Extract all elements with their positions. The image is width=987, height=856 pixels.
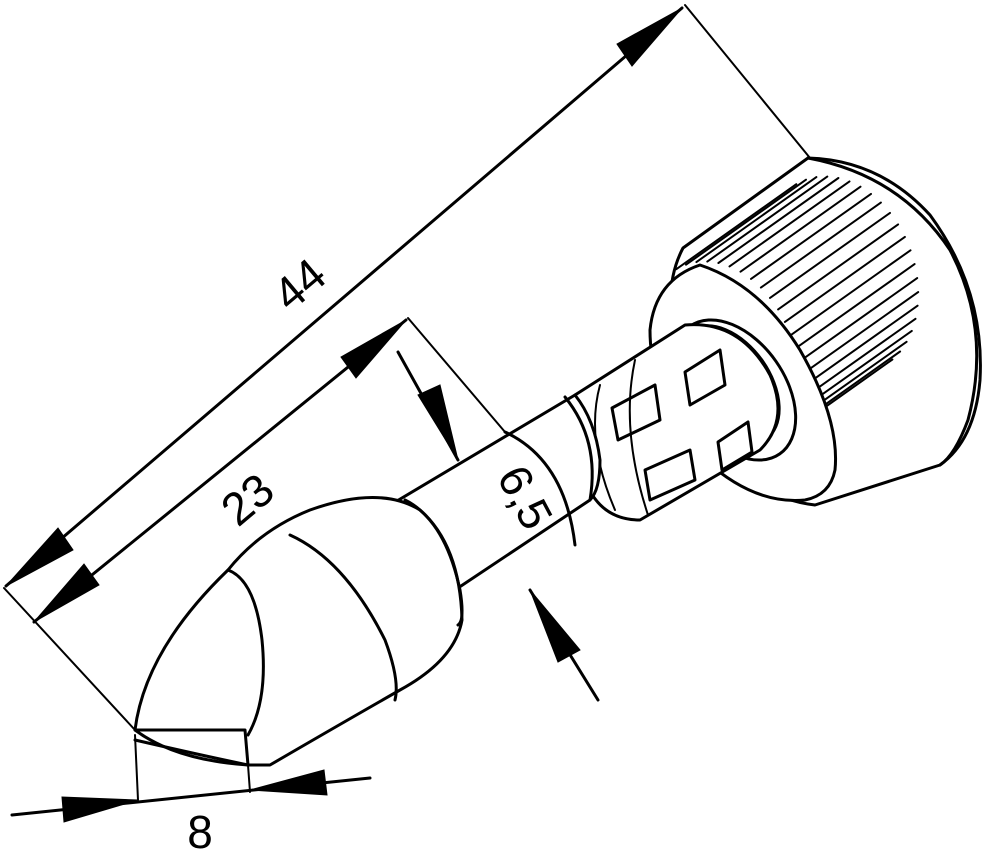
arrow-23-start <box>33 563 100 623</box>
knurl-ridge <box>783 235 906 323</box>
knurl-ridge <box>739 185 862 273</box>
dimension-8: 8 <box>10 734 372 856</box>
knurl-ridge <box>789 249 912 337</box>
knurl-ridge <box>797 291 920 379</box>
dimension-23-label: 23 <box>211 463 284 536</box>
knurl-ridge <box>695 176 818 264</box>
arrow-6-5-top <box>417 384 459 461</box>
knurl-ridge <box>728 180 851 268</box>
arrow-44-start <box>5 527 74 587</box>
arrow-8-left <box>61 796 139 823</box>
arrow-8-right <box>249 769 328 796</box>
arrow-23-end <box>340 319 407 379</box>
knurl-ridge <box>675 183 798 271</box>
knurl-ridge <box>717 177 840 264</box>
knurl-ridge <box>796 277 919 365</box>
knurl-ridge <box>706 175 829 263</box>
dimension-44-label: 44 <box>263 248 336 321</box>
arrow-44-end <box>616 7 683 67</box>
dimension-8-label: 8 <box>187 806 213 856</box>
knurl-ridge <box>796 304 919 392</box>
knurl-ridge <box>769 211 891 299</box>
arrow-6-5-bottom <box>529 589 581 663</box>
knurl-ridge <box>750 192 872 280</box>
knurl-ridge <box>793 263 916 351</box>
knurl-ridge <box>759 201 882 289</box>
knurl-ridge <box>685 178 807 266</box>
tip-cone <box>133 496 464 767</box>
heater-sleeve <box>570 323 780 522</box>
knurl-ridge <box>777 223 900 311</box>
